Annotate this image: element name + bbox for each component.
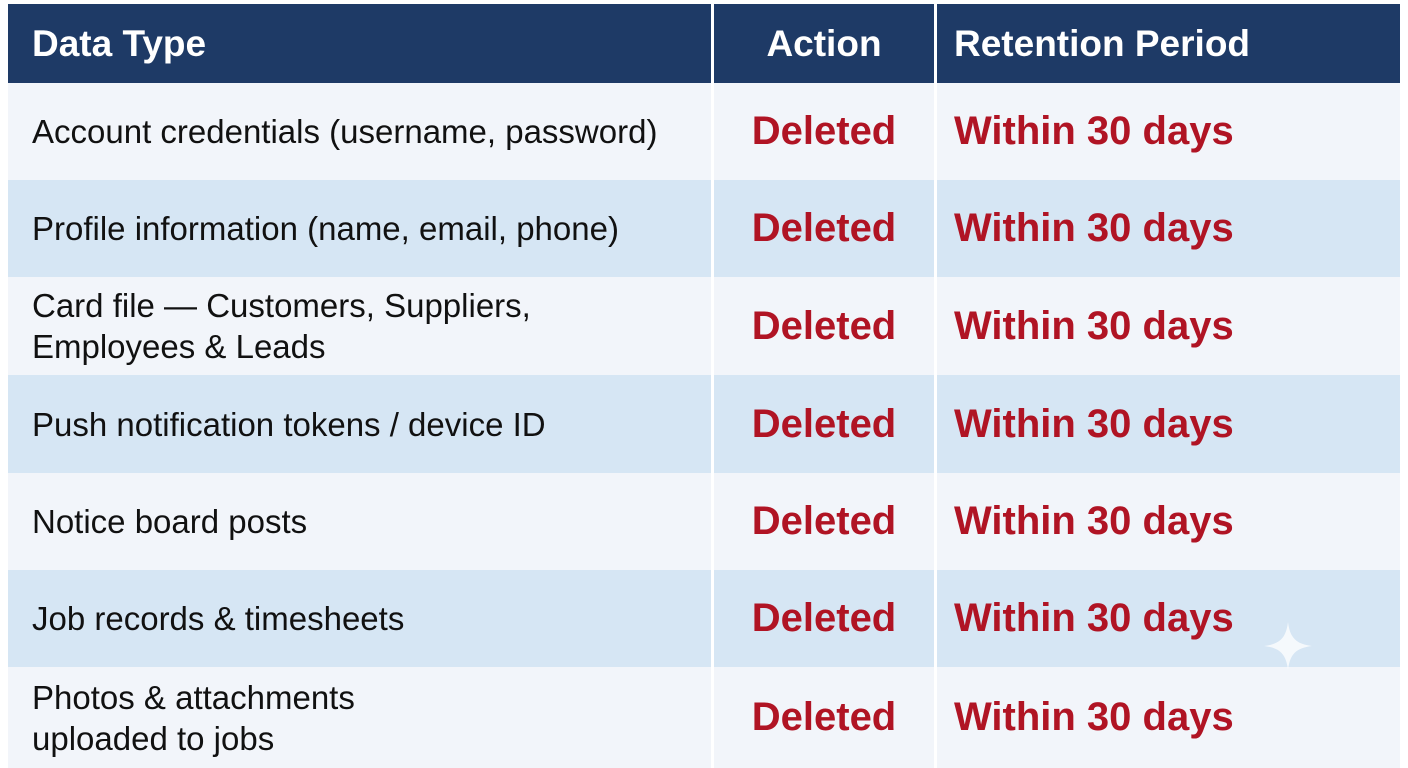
action-cell: Deleted — [714, 570, 934, 667]
action-cell: Deleted — [714, 375, 934, 473]
header-retention-period: Retention Period — [937, 4, 1400, 83]
table-header-row: Data Type Action Retention Period — [8, 4, 1400, 83]
action-cell: Deleted — [714, 667, 934, 768]
retention-cell: Within 30 days — [937, 375, 1400, 473]
table-row: Account credentials (username, password)… — [8, 83, 1400, 180]
table-row: Notice board posts Deleted Within 30 day… — [8, 473, 1400, 570]
sparkle-icon — [1264, 622, 1312, 670]
retention-cell: Within 30 days — [937, 667, 1400, 768]
data-type-cell: Photos & attachments uploaded to jobs — [8, 667, 711, 768]
action-cell: Deleted — [714, 277, 934, 375]
table-row: Push notification tokens / device ID Del… — [8, 375, 1400, 473]
action-cell: Deleted — [714, 83, 934, 180]
table-row: Job records & timesheets Deleted Within … — [8, 570, 1400, 667]
retention-table: Data Type Action Retention Period Accoun… — [8, 4, 1400, 768]
data-type-cell: Job records & timesheets — [8, 570, 711, 667]
action-cell: Deleted — [714, 473, 934, 570]
data-type-cell: Card file — Customers, Suppliers, Employ… — [8, 277, 711, 375]
retention-cell: Within 30 days — [937, 570, 1400, 667]
retention-cell: Within 30 days — [937, 180, 1400, 277]
retention-cell: Within 30 days — [937, 83, 1400, 180]
table-row: Photos & attachments uploaded to jobs De… — [8, 667, 1400, 768]
data-type-cell: Push notification tokens / device ID — [8, 375, 711, 473]
table-row: Profile information (name, email, phone)… — [8, 180, 1400, 277]
retention-cell: Within 30 days — [937, 277, 1400, 375]
header-action: Action — [714, 4, 934, 83]
data-type-cell: Account credentials (username, password) — [8, 83, 711, 180]
table-row: Card file — Customers, Suppliers, Employ… — [8, 277, 1400, 375]
data-type-cell: Profile information (name, email, phone) — [8, 180, 711, 277]
retention-cell: Within 30 days — [937, 473, 1400, 570]
header-data-type: Data Type — [8, 4, 711, 83]
data-type-cell: Notice board posts — [8, 473, 711, 570]
action-cell: Deleted — [714, 180, 934, 277]
